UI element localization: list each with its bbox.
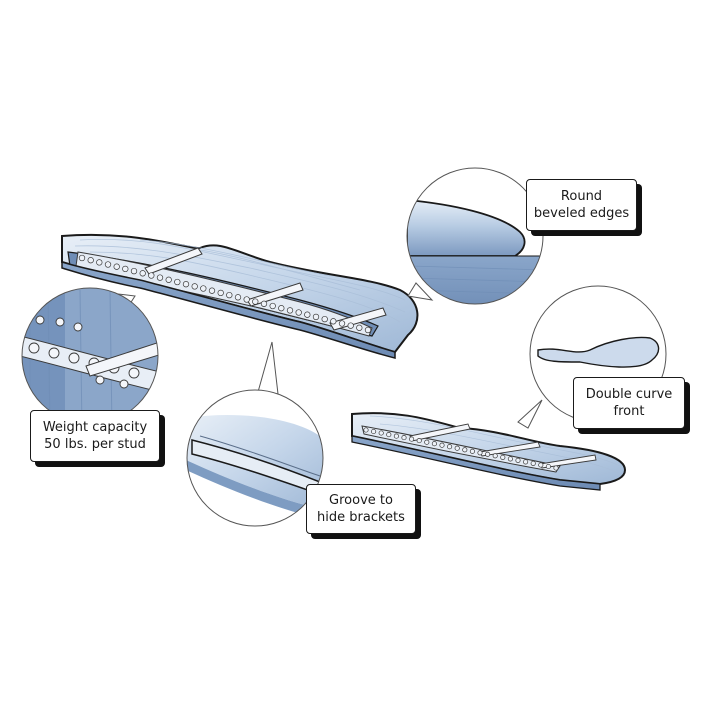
stud	[492, 453, 498, 459]
stud	[312, 313, 320, 321]
stud	[200, 285, 207, 292]
stud	[386, 432, 392, 438]
stud	[553, 465, 559, 471]
stud	[371, 428, 377, 435]
label-curve-line1: Double curve	[585, 387, 673, 402]
stud	[269, 302, 276, 310]
stud	[515, 457, 521, 463]
stud	[454, 445, 460, 451]
stud	[226, 291, 233, 299]
label-weight-line1: Weight capacity	[42, 420, 148, 435]
stud	[378, 430, 384, 436]
stud	[130, 267, 138, 275]
stud	[431, 441, 437, 447]
stud	[523, 459, 529, 465]
stud	[139, 270, 146, 277]
stud	[217, 289, 224, 297]
small-shelf-studs	[363, 427, 559, 471]
stud	[148, 272, 155, 279]
stud	[156, 274, 164, 281]
label-round-line1: Round	[560, 189, 603, 204]
stud	[401, 435, 407, 441]
stud	[507, 456, 513, 462]
stud	[87, 257, 94, 264]
stud	[113, 263, 120, 270]
stud	[363, 427, 369, 433]
stud	[182, 281, 190, 288]
stud	[286, 307, 294, 314]
stud	[96, 259, 103, 266]
large-shelf-studs	[78, 254, 372, 334]
stud	[165, 276, 172, 283]
label-round-beveled-edges: Round beveled edges	[526, 179, 637, 231]
stud	[447, 444, 453, 450]
double-curve-profile	[537, 336, 660, 368]
stud	[304, 311, 311, 318]
label-groove-hide-brackets: Groove to hide brackets	[306, 484, 416, 534]
stud	[234, 294, 242, 301]
stud	[530, 460, 536, 466]
groove-closeup-circle	[186, 341, 324, 527]
stud	[260, 300, 268, 307]
stud	[462, 447, 468, 453]
stud	[321, 315, 328, 323]
stud	[243, 296, 250, 303]
stud	[439, 442, 445, 448]
stud	[330, 318, 337, 325]
stud	[416, 438, 422, 444]
stud	[295, 309, 302, 316]
stud	[278, 305, 285, 312]
stud	[356, 324, 363, 331]
label-curve-line2: front	[613, 404, 645, 419]
stud	[477, 450, 483, 456]
label-weight-capacity: Weight capacity 50 lbs. per stud	[30, 410, 160, 462]
label-weight-line2: 50 lbs. per stud	[44, 437, 146, 452]
stud	[122, 265, 129, 273]
stud	[409, 436, 415, 442]
stud	[104, 261, 112, 268]
label-round-line2: beveled edges	[533, 206, 630, 221]
stud	[538, 462, 544, 468]
stud	[191, 283, 198, 290]
stud	[208, 287, 216, 294]
stud	[347, 322, 354, 329]
stud	[338, 320, 346, 327]
stud	[78, 254, 86, 262]
stud	[424, 439, 430, 445]
stud	[252, 298, 259, 305]
stud	[485, 451, 491, 457]
label-groove-line1: Groove to	[329, 493, 393, 508]
label-double-curve-front: Double curve front	[573, 377, 685, 429]
stud	[545, 463, 551, 470]
stud	[174, 278, 181, 286]
stud	[364, 326, 372, 334]
stud	[393, 433, 399, 439]
stud	[469, 448, 475, 454]
stud	[500, 454, 506, 460]
weight-closeup-circle	[21, 287, 159, 425]
label-groove-line2: hide brackets	[317, 510, 405, 525]
